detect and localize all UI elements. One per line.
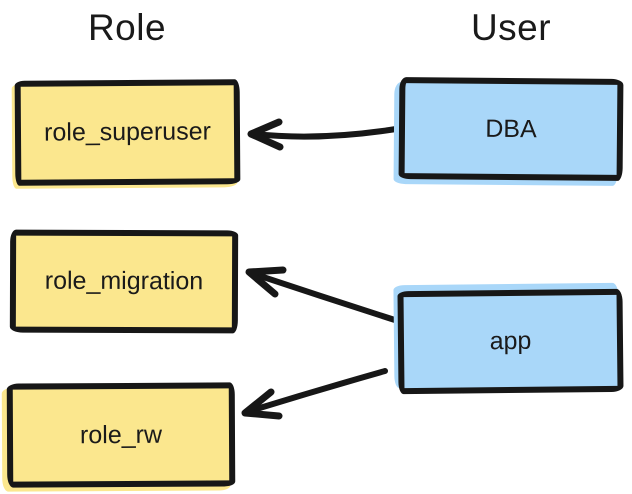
node-label: app <box>489 326 532 356</box>
node-label: role_superuser <box>44 117 211 147</box>
node-user-app: app <box>397 288 624 395</box>
arrowhead-icon <box>241 388 283 420</box>
node-label: role_rw <box>79 420 163 449</box>
node-label: role_migration <box>44 266 204 296</box>
node-role-superuser: role_superuser <box>14 79 241 186</box>
arrow-dba-to-role-superuser <box>247 118 399 151</box>
user-column-header: User <box>470 7 552 48</box>
arrow-app-to-role-migration <box>245 266 401 324</box>
node-user-dba: DBA <box>398 77 624 181</box>
arrowhead-icon <box>247 118 284 151</box>
node-label: DBA <box>485 114 537 143</box>
node-role-migration: role_migration <box>9 229 239 334</box>
arrow-shaft <box>251 271 401 324</box>
arrow-app-to-role-rw <box>241 368 388 420</box>
arrow-shaft <box>247 368 388 414</box>
role-column-header: Role <box>87 7 167 48</box>
arrow-shaft <box>251 126 399 140</box>
node-role-rw: role_rw <box>6 382 236 488</box>
arrowhead-icon <box>245 266 287 298</box>
